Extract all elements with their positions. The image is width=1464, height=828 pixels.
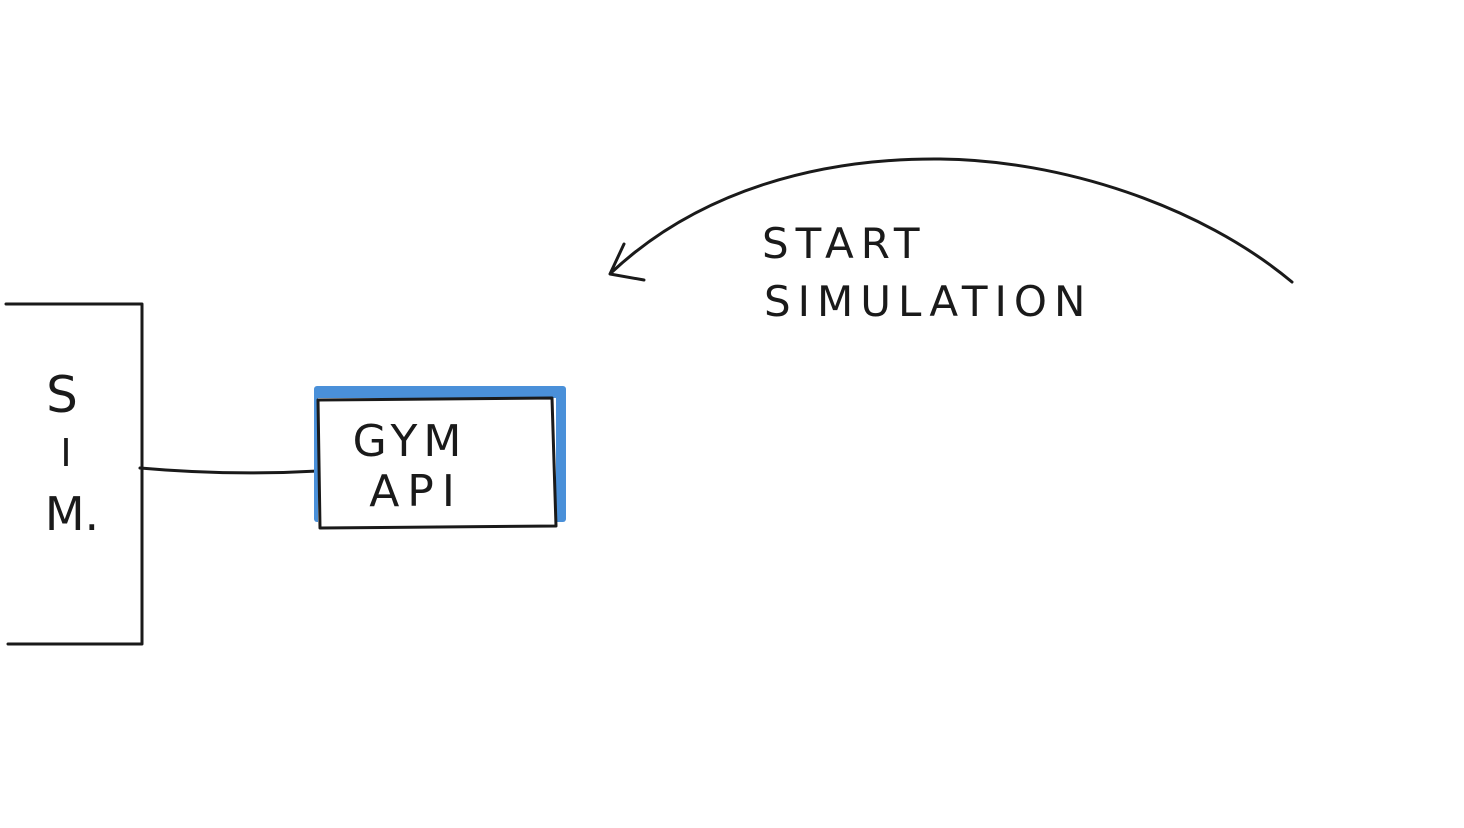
start-simulation-arrow [608,157,1294,284]
arrow-head-icon [608,242,646,282]
arrow-curve [610,157,1294,284]
gym-api-box-fill [318,398,556,528]
annotation-line1: START [762,219,927,268]
gym-api-label-line1: GYM [353,416,468,467]
gym-api-label-line2: API [369,466,463,517]
sim-box-outline [4,302,144,646]
sim-letter-i: I [60,431,71,475]
sim-letter-s: S [46,366,78,424]
gym-api-block: GYM API [314,386,566,530]
sim-block: S I M. [4,302,144,646]
gym-api-box-outline [316,396,558,530]
start-simulation-annotation: START SIMULATION [762,219,1092,326]
sim-to-gym-connector [138,466,320,475]
annotation-line2: SIMULATION [764,277,1092,326]
sim-letter-m: M. [45,487,99,541]
